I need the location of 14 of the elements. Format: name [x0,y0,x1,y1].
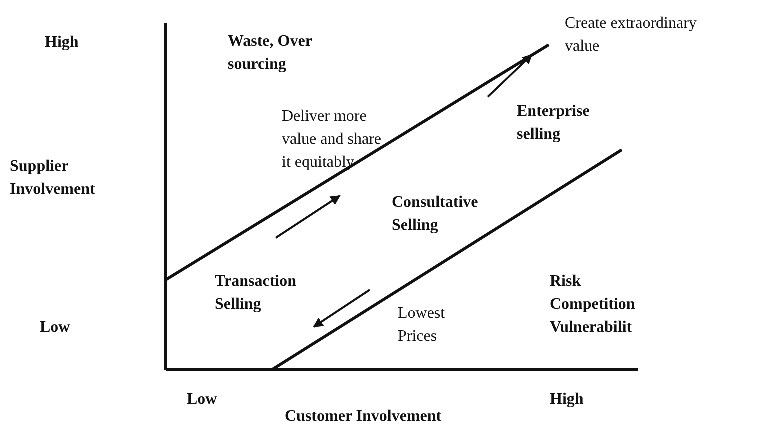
annotation: Deliver more value and share it equitably [282,107,383,173]
region-label: Risk Competition Vulnerabilit [550,272,636,338]
axis-title: Customer Involvement [285,407,443,427]
axis-label: Low [187,390,218,410]
axis-label: High [550,390,585,410]
axis-label: Low [40,318,72,338]
axis-title: Supplier Involvement [10,157,96,200]
region-label: Enterprise selling [517,102,591,145]
region-label: Waste, Over sourcing [228,32,314,75]
annotation: Lowest Prices [398,304,446,347]
axis-label: High [45,33,80,53]
region-label: Consultative Selling [392,193,480,236]
region-label: Transaction Selling [215,272,298,315]
annotation: Create extraordinary value [565,14,698,57]
